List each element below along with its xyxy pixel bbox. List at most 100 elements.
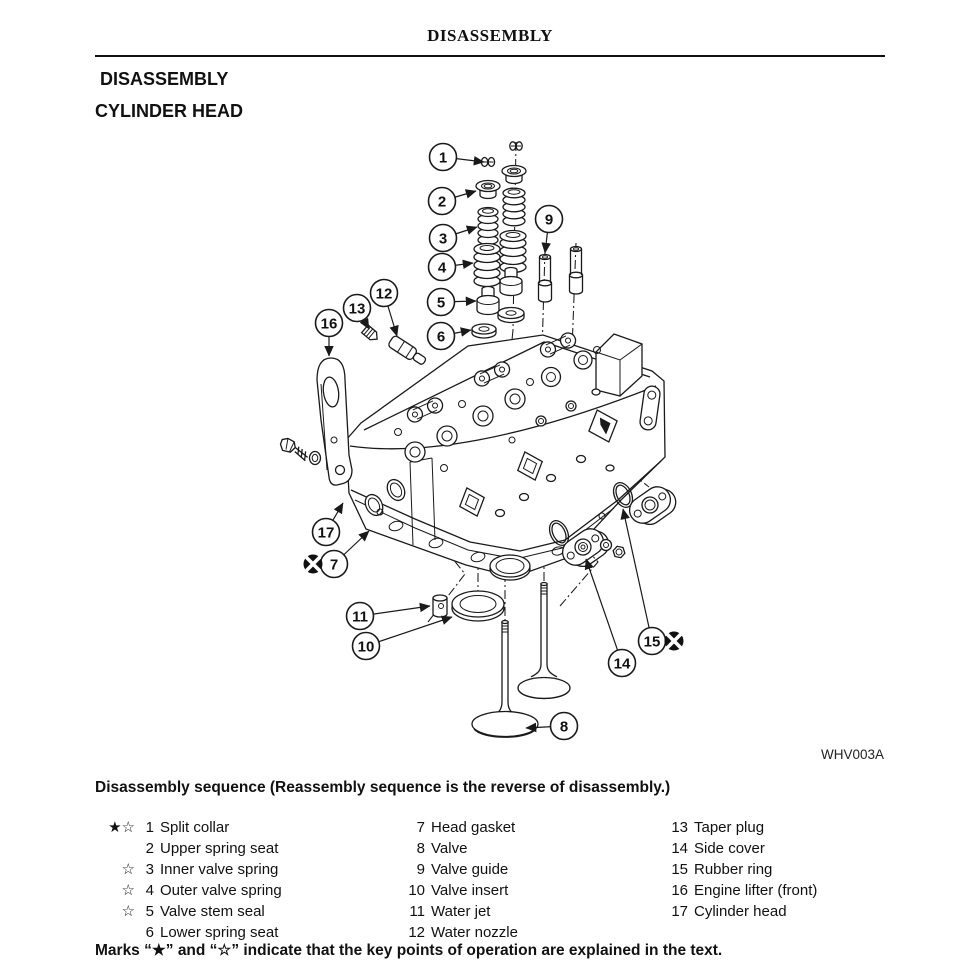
callout-circle xyxy=(428,223,458,253)
callout-2: 2 xyxy=(427,186,477,216)
lifter-bolt xyxy=(279,437,322,466)
callout-circle xyxy=(351,631,381,661)
part-name: Taper plug xyxy=(694,819,765,836)
part-mark: ☆ xyxy=(121,903,135,920)
callout-number: 17 xyxy=(318,525,335,542)
callout-number: 10 xyxy=(358,639,375,656)
part-name: Cylinder head xyxy=(694,903,787,920)
lower-spring-seat xyxy=(471,323,497,339)
parts-item: 11 Water jet xyxy=(406,901,518,922)
callout-11: 11 xyxy=(345,601,431,631)
callout-number: 1 xyxy=(439,150,447,167)
callout-circle xyxy=(342,293,372,323)
valve-exhaust xyxy=(471,619,539,738)
part-name: Split collar xyxy=(160,819,230,836)
callout-number: 12 xyxy=(376,286,393,303)
taper-plug xyxy=(360,324,378,341)
leader-line xyxy=(620,508,653,642)
upper-spring-seat xyxy=(475,179,501,200)
subsection-title: CYLINDER HEAD xyxy=(95,101,244,121)
callout-circle xyxy=(345,601,375,631)
bolt-holes xyxy=(394,346,615,518)
part-name: Lower spring seat xyxy=(160,924,279,941)
callout-circle xyxy=(427,186,457,216)
callout-circle xyxy=(607,648,637,678)
part-number: 5 xyxy=(145,903,154,920)
callout-number: 14 xyxy=(614,656,631,673)
parts-item: 6 Lower spring seat xyxy=(105,922,282,943)
rubber-ring xyxy=(612,482,634,508)
callout-number: 9 xyxy=(545,212,553,229)
part-number: 2 xyxy=(145,840,154,857)
callout-17: 17 xyxy=(311,502,344,547)
callout-number: 8 xyxy=(560,719,568,736)
callout-number: 2 xyxy=(438,194,446,211)
part-number: 8 xyxy=(416,840,425,857)
part-name: Engine lifter (front) xyxy=(694,882,818,899)
callout-circle xyxy=(549,711,579,741)
part-name: Water jet xyxy=(431,903,491,920)
part-number: 4 xyxy=(145,882,154,899)
section-title: DISASSEMBLY xyxy=(100,69,229,89)
water-nozzle xyxy=(388,335,427,365)
part-name: Rubber ring xyxy=(694,861,773,878)
callout-15: 15 xyxy=(620,508,684,656)
callout-circle xyxy=(534,204,564,234)
star-mark xyxy=(664,631,684,651)
figure-code: WHV003A xyxy=(820,747,884,762)
callout-circle xyxy=(428,142,458,172)
callout-number: 4 xyxy=(438,260,447,277)
part-name: Side cover xyxy=(694,840,765,857)
part-number: 10 xyxy=(408,882,425,899)
part-number: 11 xyxy=(409,903,425,920)
callout-9: 9 xyxy=(534,204,564,254)
part-name: Valve insert xyxy=(431,882,509,899)
part-number: 15 xyxy=(671,861,688,878)
callout-8: 8 xyxy=(525,711,579,741)
callout-7: 7 xyxy=(303,530,370,579)
callout-number: 16 xyxy=(321,316,338,333)
inner-valve-spring xyxy=(477,206,499,246)
side-cover xyxy=(628,486,677,526)
part-name: Outer valve spring xyxy=(160,882,282,899)
callout-number: 5 xyxy=(437,295,445,312)
valve-seats xyxy=(404,350,593,463)
part-name: Valve guide xyxy=(431,861,509,878)
callout-12: 12 xyxy=(369,278,399,337)
callout-5: 5 xyxy=(426,287,477,317)
callout-number: 6 xyxy=(437,329,445,346)
part-name: Inner valve spring xyxy=(160,861,279,878)
callout-circle xyxy=(427,252,457,282)
seat-ring xyxy=(489,554,531,581)
callout-16: 16 xyxy=(314,308,344,357)
part-name: Head gasket xyxy=(431,819,516,836)
cover-nut xyxy=(612,545,626,559)
callout-1: 1 xyxy=(428,142,485,172)
part-number: 6 xyxy=(145,924,154,941)
valves xyxy=(471,581,571,738)
water-jet xyxy=(432,594,448,618)
callout-6: 6 xyxy=(426,321,472,351)
callout-number: 15 xyxy=(644,634,661,651)
callout-number: 13 xyxy=(349,301,366,318)
part-name: Valve xyxy=(431,840,468,857)
parts-item: 8 Valve xyxy=(406,838,518,859)
part-name: Water nozzle xyxy=(431,924,518,941)
star-mark xyxy=(303,554,323,574)
callout-number: 7 xyxy=(330,557,338,574)
side-cover-parts xyxy=(548,482,677,568)
callout-circle xyxy=(426,287,456,317)
